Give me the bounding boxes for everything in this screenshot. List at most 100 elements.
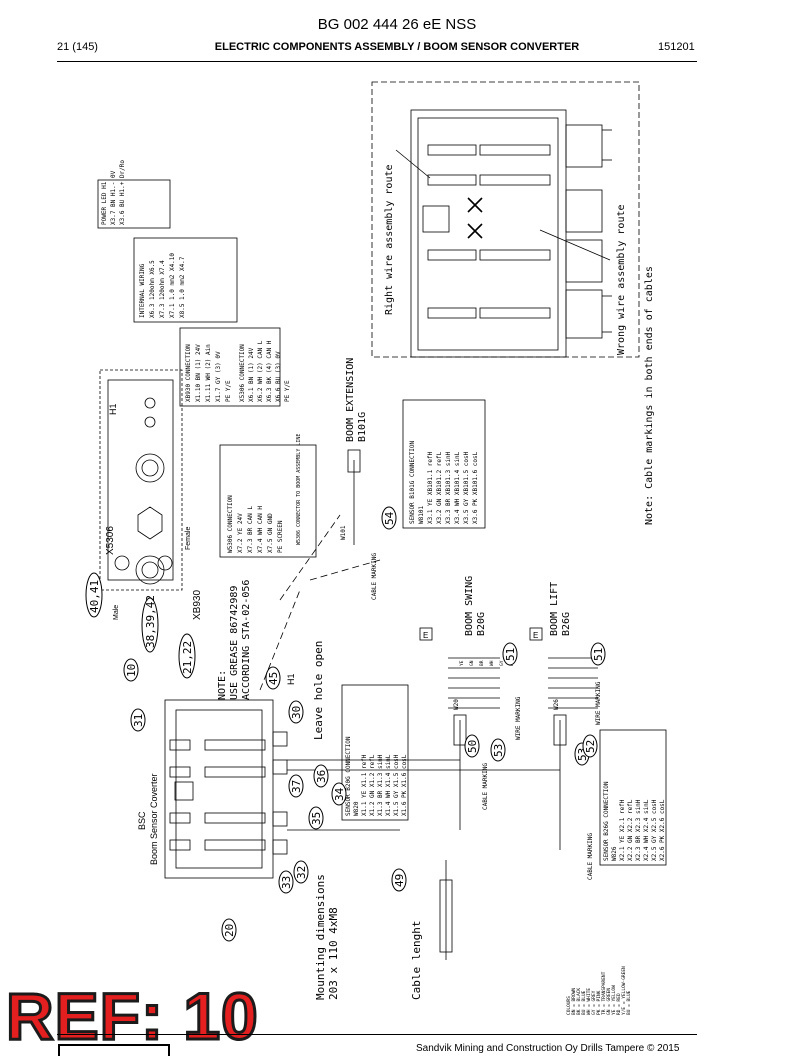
svg-text:X7.4 WH CAN H: X7.4 WH CAN H — [257, 506, 264, 553]
wrong-route-label: Wrong wire assembly route — [616, 204, 627, 355]
svg-text:X6.1 BN (1) 24V: X6.1 BN (1) 24V — [248, 347, 255, 402]
svg-text:X1.10 BN (1) 24V: X1.10 BN (1) 24V — [195, 344, 202, 402]
svg-text:X2.6 PK X2.6 cosL: X2.6 PK X2.6 cosL — [659, 799, 666, 861]
male-label: Male — [113, 605, 120, 620]
svg-text:Y/E = YELLOW-GREEN: Y/E = YELLOW-GREEN — [621, 966, 627, 1015]
svg-text:POWER LED H1: POWER LED H1 — [101, 181, 108, 225]
svg-text:X2.3 BR X2.3 sinH: X2.3 BR X2.3 sinH — [635, 799, 642, 861]
svg-text:X6.6 BU (3) 0V: X6.6 BU (3) 0V — [275, 351, 282, 402]
sandvik-logo — [58, 1044, 170, 1056]
h1-top-label: H1 — [108, 403, 118, 415]
bsc-abbr-label: BSC — [137, 811, 147, 830]
svg-text:W8101: W8101 — [418, 506, 425, 524]
document-code: 151201 — [658, 41, 695, 53]
svg-text:X3.4 WH XB101.4 sinL: X3.4 WH XB101.4 sinL — [454, 451, 461, 524]
boom-lift-label: BOOM LIFT — [549, 582, 560, 636]
svg-text:49: 49 — [393, 874, 406, 887]
svg-text:40,41: 40,41 — [88, 580, 101, 613]
svg-text:BU = BLUE: BU = BLUE — [581, 990, 587, 1015]
balloon-34: 34 — [331, 782, 347, 806]
e-mark-2: E — [533, 631, 538, 640]
boom-swing-code: B20G — [476, 612, 487, 636]
balloon-52: 52 — [582, 734, 598, 758]
balloon-37: 37 — [288, 774, 304, 798]
svg-text:X3.3 BR XB101.3 sinH: X3.3 BR XB101.3 sinH — [445, 451, 452, 524]
bsc-name-label: Boom Sensor Coverter — [149, 773, 159, 865]
svg-text:X8.5 1.0 mm2 X4.7: X8.5 1.0 mm2 X4.7 — [179, 256, 186, 318]
svg-text:X2.5 GY X2.5 cosH: X2.5 GY X2.5 cosH — [651, 799, 658, 861]
svg-text:COLOURS: COLOURS — [566, 996, 572, 1015]
cable-lenght-label: Cable lenght — [410, 921, 423, 1000]
module-detail-frame — [371, 81, 640, 358]
xb930-label: XB930 — [192, 590, 203, 620]
svg-text:X1.2 GN X1.2 refL: X1.2 GN X1.2 refL — [369, 754, 376, 816]
cable-marking-3: CABLE MARKING — [587, 833, 594, 880]
svg-text:TR = TRANSPARENT: TR = TRANSPARENT — [601, 971, 607, 1015]
wire-marking-1: WIRE MARKING — [515, 696, 522, 740]
svg-text:54: 54 — [383, 511, 396, 525]
note-line-1: USE GREASE 86742989 — [229, 586, 240, 700]
svg-text:BU = BLUE: BU = BLUE — [626, 990, 632, 1015]
balloon-53a: 53 — [490, 738, 506, 762]
svg-text:RD = RED: RD = RED — [616, 993, 622, 1015]
balloon-21-22: 21,22 — [178, 633, 196, 679]
female-label: Female — [185, 527, 192, 550]
balloon-54: 54 — [381, 506, 397, 530]
boom-extension-label: BOOM EXTENSION — [345, 358, 356, 442]
svg-text:X7.3 BR CAN L: X7.3 BR CAN L — [247, 506, 254, 553]
mounting-dims: 203 x 110 4xM8 — [327, 907, 340, 1000]
svg-text:X7.5 GN GND: X7.5 GN GND — [267, 513, 274, 553]
w5306-connection-box — [219, 444, 317, 558]
svg-text:X7.3 120ohm X7.4: X7.3 120ohm X7.4 — [159, 260, 166, 318]
svg-text:X6.3 BK (4) CAN H: X6.3 BK (4) CAN H — [266, 340, 273, 402]
balloon-31: 31 — [130, 708, 146, 732]
b20g-connection-box — [341, 684, 409, 821]
balloon-51a: 51 — [502, 642, 518, 666]
balloon-36: 36 — [313, 764, 329, 788]
bsc-unit — [164, 699, 274, 879]
svg-text:GN = GREEN: GN = GREEN — [606, 988, 612, 1015]
svg-text:31: 31 — [132, 714, 145, 727]
boom-lift-code: B26G — [561, 612, 572, 636]
footer-rule — [57, 1034, 697, 1035]
boom-swing-label: BOOM SWING — [464, 576, 475, 636]
balloon-35: 35 — [308, 806, 324, 830]
svg-text:X1.11 WH (2) Ain: X1.11 WH (2) Ain — [205, 344, 212, 402]
svg-text:X5306 CONNECTION: X5306 CONNECTION — [239, 344, 246, 402]
svg-text:W5306 CONNECTION: W5306 CONNECTION — [227, 495, 234, 553]
balloon-32: 32 — [293, 860, 309, 884]
e-mark-1: E — [423, 631, 428, 640]
power-led-box — [97, 179, 171, 229]
x5306-table: X5306 CONNECTION X6.1 BN (1) 24V X6.2 WH… — [239, 340, 291, 402]
svg-text:PE Y/E: PE Y/E — [284, 380, 291, 402]
power-led-table: POWER LED H1 X3.7 BN H1.- 0V X3.6 BU H1.… — [101, 160, 126, 225]
boom-extension-code: B101G — [357, 412, 368, 442]
svg-text:YE: YE — [459, 660, 465, 666]
svg-text:GN: GN — [469, 660, 475, 666]
svg-text:BN = BROWN: BN = BROWN — [571, 988, 577, 1015]
b20g-table: SENSOR B20G CONNECTION W820 X1.1 YE X1.1… — [345, 736, 408, 816]
svg-text:X2.2 GN X2.2 refL: X2.2 GN X2.2 refL — [627, 799, 634, 861]
svg-text:34: 34 — [333, 787, 346, 801]
svg-text:XB930 CONNECTION: XB930 CONNECTION — [185, 344, 192, 402]
svg-text:SENSOR B26G CONNECTION: SENSOR B26G CONNECTION — [603, 781, 610, 861]
svg-text:X3.2 GN XB101.2 refL: X3.2 GN XB101.2 refL — [436, 451, 443, 524]
internal-wiring-box — [133, 237, 238, 323]
section-title: ELECTRIC COMPONENTS ASSEMBLY / BOOM SENS… — [214, 41, 580, 53]
svg-text:53: 53 — [492, 744, 505, 757]
svg-text:X2.1 YE X2.1 refH: X2.1 YE X2.1 refH — [619, 799, 626, 861]
wire-marking-2: WIRE MARKING — [595, 681, 602, 725]
svg-text:X1.7 GY (3) 0V: X1.7 GY (3) 0V — [215, 351, 222, 402]
svg-text:WH = WHITE: WH = WHITE — [586, 988, 592, 1015]
xb930-connection-box — [179, 327, 281, 407]
svg-text:37: 37 — [290, 780, 303, 793]
w101-label: W101 — [340, 525, 347, 540]
svg-text:YE = YELLOW: YE = YELLOW — [611, 985, 617, 1015]
balloon-49: 49 — [391, 868, 407, 892]
cable-marking-2: CABLE MARKING — [482, 763, 489, 810]
svg-text:33: 33 — [280, 876, 293, 889]
b101g-connection-box — [402, 399, 486, 529]
w26-label: W26 — [553, 699, 560, 710]
svg-text:PE SCREEN: PE SCREEN — [277, 520, 284, 553]
svg-text:WH: WH — [489, 660, 495, 666]
